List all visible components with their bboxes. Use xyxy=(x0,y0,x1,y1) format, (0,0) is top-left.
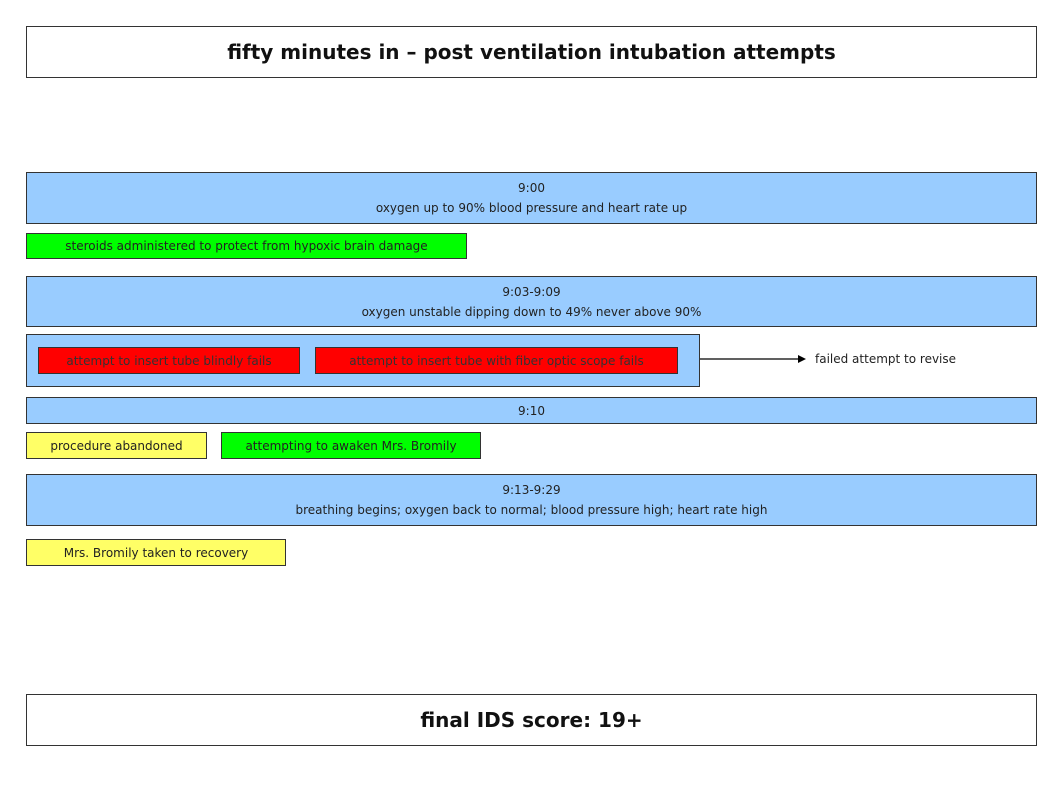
final-score-box: final IDS score: 19+ xyxy=(26,694,1037,746)
awaken-text: attempting to awaken Mrs. Bromily xyxy=(245,438,457,453)
event-box-0903: 9:03-9:09 oxygen unstable dipping down t… xyxy=(26,276,1037,327)
blind-attempt-box: attempt to insert tube blindly fails xyxy=(38,347,300,374)
blind-attempt-text: attempt to insert tube blindly fails xyxy=(66,353,272,368)
event-time: 9:00 xyxy=(518,181,545,195)
event-time: 9:03-9:09 xyxy=(502,284,561,299)
event-time: 9:13-9:29 xyxy=(502,483,561,497)
event-text: oxygen up to 90% blood pressure and hear… xyxy=(375,201,688,215)
scope-attempt-text: attempt to insert tube with fiber optic … xyxy=(349,353,644,368)
page-title: fifty minutes in – post ventilation intu… xyxy=(26,26,1037,78)
event-text: oxygen unstable dipping down to 49% neve… xyxy=(361,304,702,319)
final-score-text: final IDS score: 19+ xyxy=(420,708,643,732)
event-box-0910: 9:10 xyxy=(26,397,1037,424)
awaken-box: attempting to awaken Mrs. Bromily xyxy=(221,432,481,459)
event-time: 9:10 xyxy=(518,403,545,418)
revise-annotation: failed attempt to revise xyxy=(815,352,957,366)
revise-arrow xyxy=(700,355,806,363)
event-box-0900: 9:00 oxygen up to 90% blood pressure and… xyxy=(26,172,1037,224)
recovery-box: Mrs. Bromily taken to recovery xyxy=(26,539,286,566)
scope-attempt-box: attempt to insert tube with fiber optic … xyxy=(315,347,678,374)
steroids-text: steroids administered to protect from hy… xyxy=(65,239,428,253)
abandoned-text: procedure abandoned xyxy=(50,438,183,453)
event-box-0913: 9:13-9:29 breathing begins; oxygen back … xyxy=(26,474,1037,526)
steroids-box: steroids administered to protect from hy… xyxy=(26,233,467,259)
abandoned-box: procedure abandoned xyxy=(26,432,207,459)
title-text: fifty minutes in – post ventilation intu… xyxy=(227,40,836,64)
event-text: breathing begins; oxygen back to normal;… xyxy=(295,503,768,517)
recovery-text: Mrs. Bromily taken to recovery xyxy=(63,545,249,560)
